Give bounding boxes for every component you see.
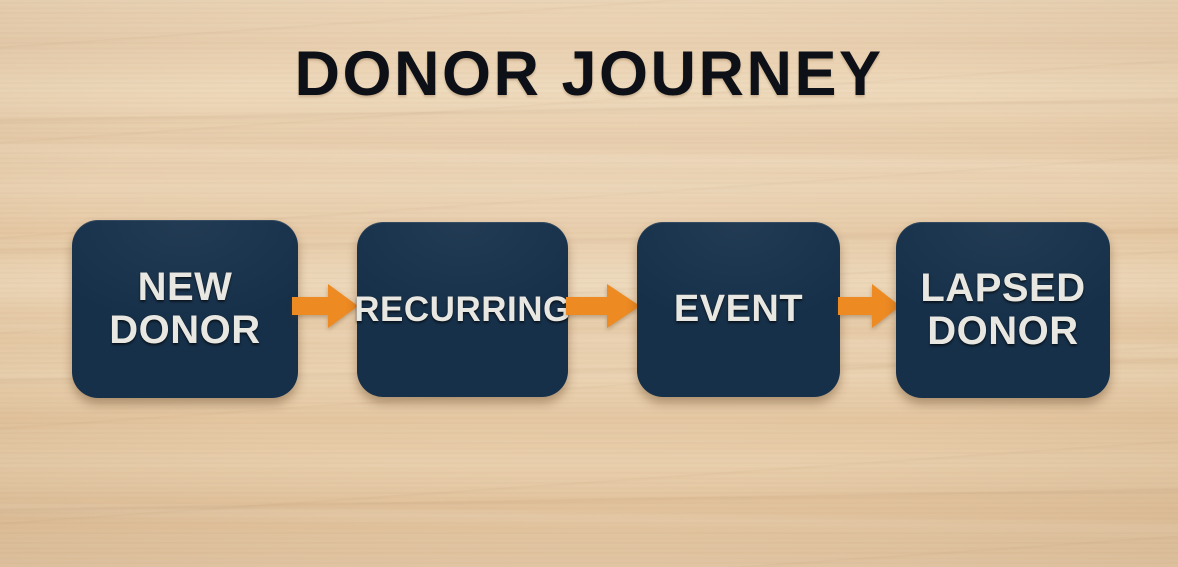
flow-node-event[interactable]: EVENT — [637, 222, 840, 397]
arrow-right-icon-recurring-to-event — [566, 282, 640, 330]
page-title: DONOR JOURNEY — [294, 39, 884, 109]
flow-node-label: RECURRING — [354, 289, 571, 329]
flow-node-lapsed-donor[interactable]: LAPSED DONOR — [896, 222, 1110, 398]
arrow-right-icon-event-to-lapsed — [838, 282, 900, 330]
flow-node-label: LAPSED DONOR — [920, 265, 1086, 353]
flow-node-label: NEW DONOR — [109, 264, 261, 352]
flow-node-label: EVENT — [673, 287, 804, 330]
arrow-right-icon-new-to-recurring — [292, 282, 358, 330]
flow-node-recurring[interactable]: RECURRING — [354, 222, 571, 397]
flow-node-new-donor[interactable]: NEW DONOR — [72, 220, 298, 398]
